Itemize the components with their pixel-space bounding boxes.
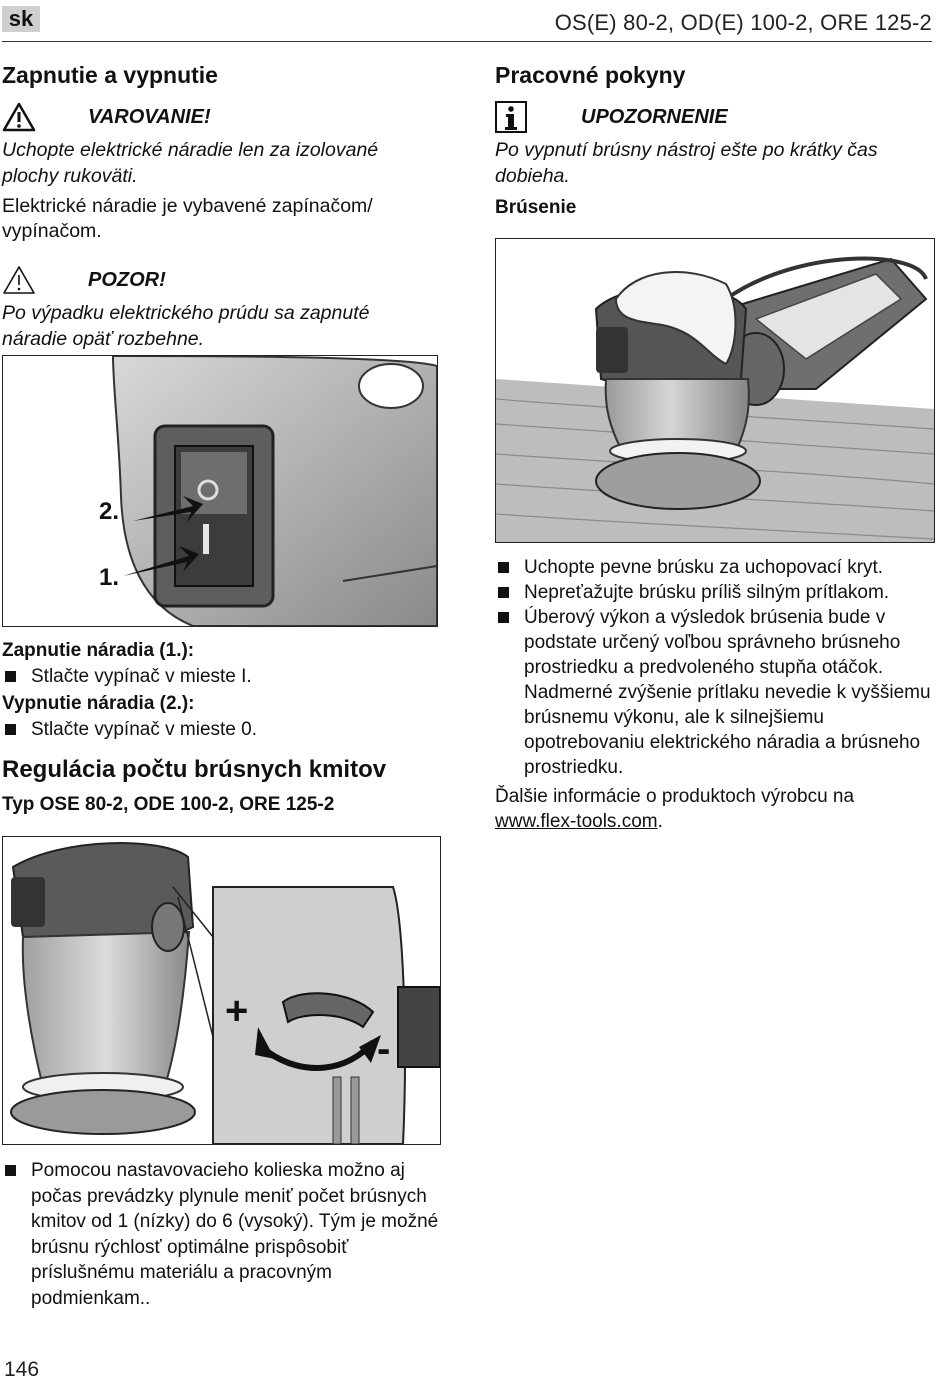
right-column: Pracovné pokyny UPOZORNENIE Po vypnutí b… (495, 62, 935, 219)
section-title-switch: Zapnutie a vypnutie (2, 62, 218, 88)
warning-header: VAROVANIE! (2, 97, 442, 137)
switch-illustration (111, 356, 437, 626)
sanding-bullet: Úberový výkon a výsledok brúsenia bude v… (495, 605, 934, 780)
notice-header: UPOZORNENIE (495, 97, 935, 137)
off-item: Stlačte vypínač v mieste 0. (2, 717, 442, 742)
info-icon (495, 101, 527, 133)
on-item: Stlačte vypínač v mieste I. (2, 664, 442, 689)
link-suffix: . (657, 811, 663, 832)
page-number: 146 (4, 1358, 40, 1381)
left-column: Zapnutie a vypnutie VAROVANIE! Uchopte e… (2, 62, 442, 352)
language-tag: sk (2, 6, 40, 32)
sanding-bullet: Nepreťažujte brúsku príliš silným prítla… (495, 580, 935, 605)
on-title: Zapnutie náradia (1.): (2, 640, 195, 661)
switch-label-2: 2. (99, 498, 120, 525)
switch-text: Elektrické náradie je vybavené zapínačom… (2, 195, 373, 242)
header-models: OS(E) 80-2, OD(E) 100-2, ORE 125-2 (554, 10, 932, 35)
caution-header: POZOR! (2, 260, 442, 300)
off-title: Vypnutie náradia (2.): (2, 693, 195, 714)
section-subtitle-regulation: Typ OSE 80-2, ODE 100-2, ORE 125-2 (2, 794, 335, 815)
sanding-bullet: Uchopte pevne brúsku za uchopovací kryt. (495, 555, 935, 580)
notice-text: Po vypnutí brúsny nástroj ešte po krátky… (495, 139, 878, 187)
caution-text: Po výpadku elektrického prúdu sa zapnuté… (2, 302, 370, 350)
warning-text: Uchopte elektrické náradie len za izolov… (2, 139, 379, 187)
caution-label: POZOR! (88, 268, 166, 291)
section-title-work: Pracovné pokyny (495, 62, 686, 88)
more-info-text: Ďalšie informácie o produktoch výrobcu n… (495, 786, 855, 807)
sanding-figure (495, 238, 935, 543)
warning-icon (2, 102, 36, 132)
section-title-regulation: Regulácia počtu brúsnych kmitov (2, 756, 387, 783)
sanding-instructions: Uchopte pevne brúsku za uchopovací kryt.… (495, 555, 935, 834)
switch-figure: 2. 1. (2, 355, 438, 627)
more-info: Ďalšie informácie o produktoch výrobcu n… (495, 784, 875, 834)
wheel-block: Pomocou nastavovacieho kolieska možno aj… (2, 1158, 442, 1311)
speed-wheel-figure: + - (2, 836, 441, 1145)
caution-icon (3, 266, 35, 294)
increase-label: + (225, 989, 249, 1033)
decrease-label: - (377, 1027, 391, 1071)
warning-label: VAROVANIE! (88, 105, 211, 128)
website-link[interactable]: www.flex-tools.com (495, 811, 658, 832)
notice-label: UPOZORNENIE (581, 105, 728, 128)
header-rule (2, 41, 932, 42)
speed-wheel-illustration (10, 842, 440, 1144)
switch-label-1: 1. (99, 564, 120, 591)
sanding-title: Brúsenie (495, 197, 577, 218)
sanding-illustration (496, 256, 934, 542)
on-off-block: Zapnutie náradia (1.): Stlačte vypínač v… (2, 640, 442, 816)
wheel-item: Pomocou nastavovacieho kolieska možno aj… (2, 1158, 442, 1311)
